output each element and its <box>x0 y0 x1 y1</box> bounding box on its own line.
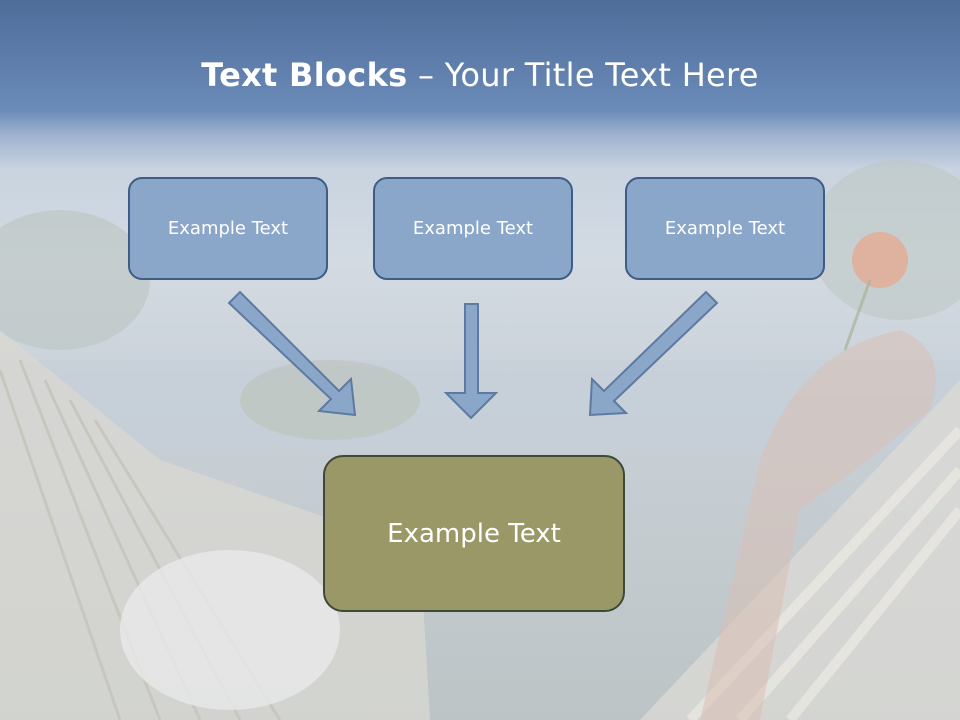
title-bold-part: Text Blocks <box>201 56 408 94</box>
center-text-block-label: Example Text <box>387 518 561 549</box>
text-block-1-label: Example Text <box>167 218 289 239</box>
text-block-2[interactable]: Example Text <box>373 177 573 280</box>
text-block-1[interactable]: Example Text <box>128 177 328 280</box>
text-block-3[interactable]: Example Text <box>625 177 825 280</box>
slide-title: Text Blocks – Your Title Text Here <box>0 56 960 94</box>
text-block-2-label: Example Text <box>412 218 534 239</box>
center-text-block[interactable]: Example Text <box>323 455 625 612</box>
title-rest: Your Title Text Here <box>444 56 759 94</box>
text-block-3-label: Example Text <box>664 218 786 239</box>
title-dash: – <box>407 56 445 94</box>
hammock-background-image <box>0 160 960 720</box>
